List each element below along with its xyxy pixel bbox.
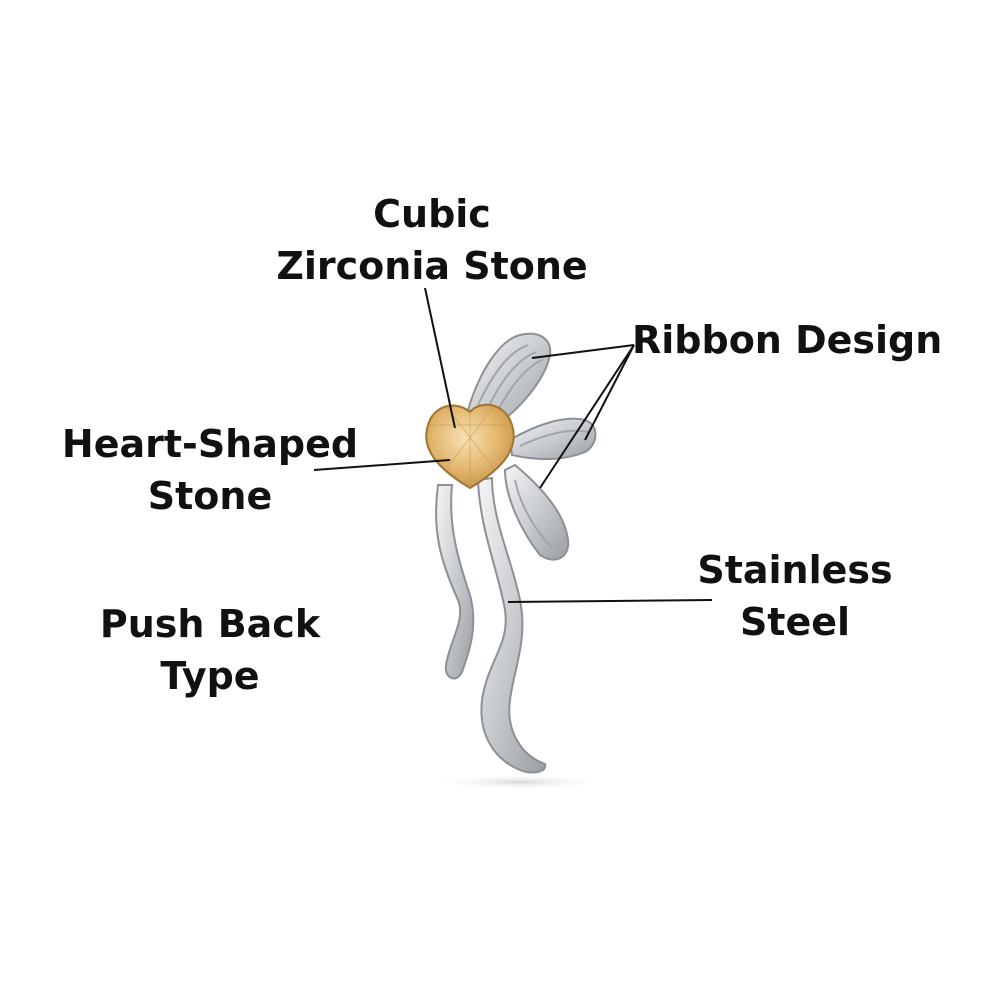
push-back-line2: Type	[160, 654, 260, 698]
stainless-steel-line1: Stainless	[697, 548, 893, 592]
main-ribbon-tail	[476, 476, 547, 774]
stainless-steel-label: Stainless Steel	[690, 544, 900, 648]
cubic-zirconia-line2: Zirconia Stone	[276, 244, 588, 288]
leader-ribbon-3	[539, 344, 635, 489]
push-back-line1: Push Back	[99, 602, 321, 646]
heart-shaped-line1: Heart-Shaped	[61, 422, 359, 466]
ribbon-design-label: Ribbon Design	[632, 314, 942, 366]
leader-cubic	[424, 287, 456, 429]
stainless-steel-line2: Steel	[739, 600, 851, 644]
leader-heart	[313, 459, 451, 471]
left-ribbon-tail	[435, 484, 475, 680]
heart-stone	[425, 403, 515, 490]
ribbon-design-text: Ribbon Design	[632, 318, 943, 362]
heart-shaped-line2: Stone	[147, 474, 273, 518]
leader-steel	[507, 599, 713, 603]
leader-ribbon-2	[584, 344, 635, 441]
cubic-zirconia-line1: Cubic	[373, 192, 491, 236]
leader-ribbon-1	[531, 344, 635, 359]
cubic-zirconia-label: Cubic Zirconia Stone	[272, 188, 592, 292]
leader-lines	[313, 287, 713, 603]
right-ribbon-loop	[508, 417, 597, 461]
lower-ribbon-loop	[503, 463, 570, 561]
shadow	[430, 774, 610, 790]
heart-shaped-label: Heart-Shaped Stone	[50, 418, 370, 522]
push-back-label: Push Back Type	[90, 598, 330, 702]
